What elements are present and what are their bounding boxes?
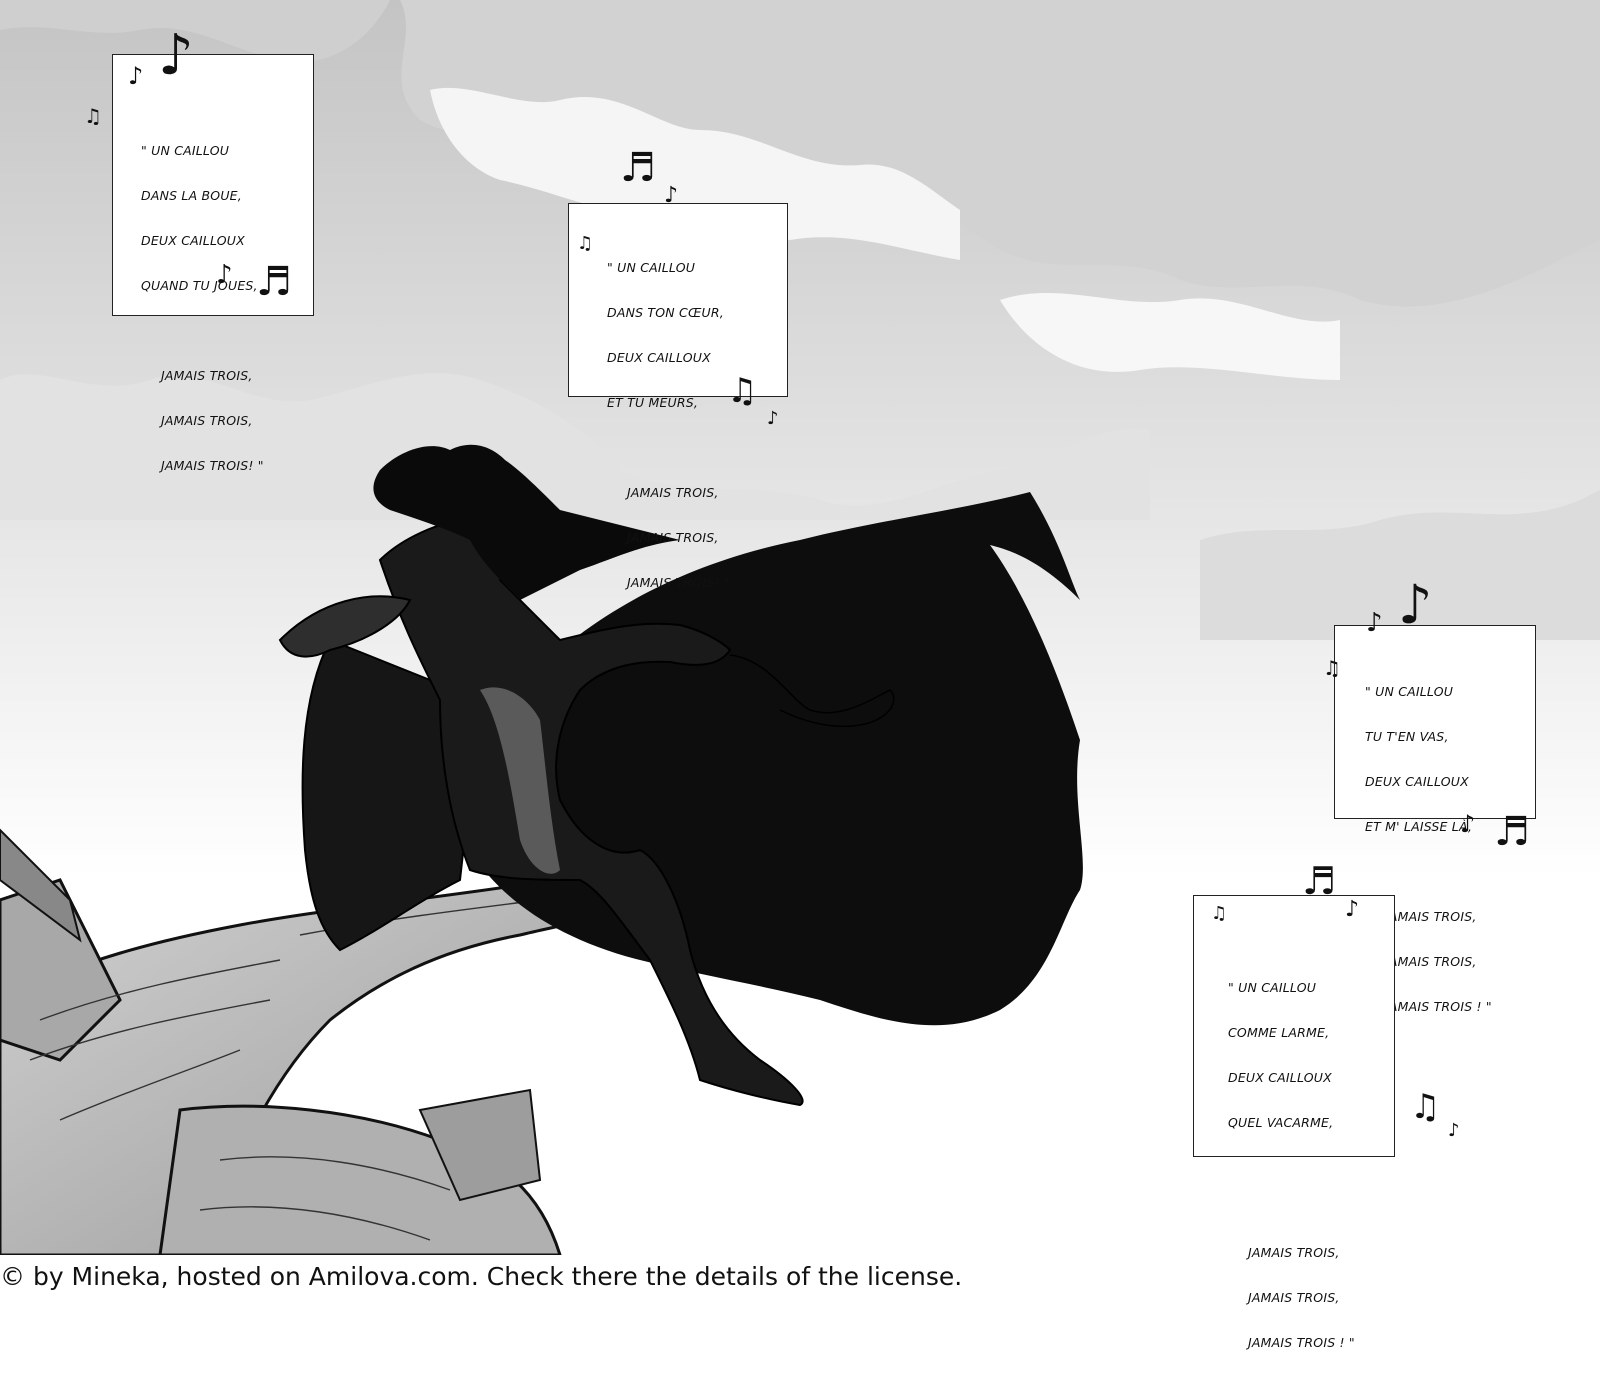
caption-refrain: JAMAIS TROIS, <box>161 368 253 383</box>
music-note-icon: ♬ <box>1302 859 1337 903</box>
caption-line: DANS LA BOUE, <box>141 188 242 203</box>
caption-refrain: JAMAIS TROIS, <box>1385 909 1477 924</box>
caption-line: " UN CAILLOU <box>607 260 696 275</box>
caption-line: ET M' LAISSE LÀ, <box>1365 819 1473 834</box>
caption-refrain: JAMAIS TROIS ! " <box>1385 999 1492 1014</box>
caption-line: COMME LARME, <box>1228 1025 1330 1040</box>
music-note-icon: ♬ <box>620 145 656 191</box>
music-note-icon: ♪ <box>1345 897 1360 922</box>
caption-line: ET TU MEURS, <box>607 395 699 410</box>
broken-tree <box>0 828 623 1255</box>
music-note-icon: ♪ <box>1448 1120 1460 1141</box>
caption-box-2: " UN CAILLOU DANS TON CŒUR, DEUX CAILLOU… <box>568 203 788 590</box>
music-note-icon: ♫ <box>1211 903 1228 924</box>
music-note-icon: ♪ <box>1366 608 1383 638</box>
caption-refrain: JAMAIS TROIS, <box>1248 1245 1340 1260</box>
copyright-footer: © by Mineka, hosted on Amilova.com. Chec… <box>0 1262 963 1291</box>
caption-refrain: JAMAIS TROIS! " <box>161 458 264 473</box>
caption-line: " UN CAILLOU <box>141 143 230 158</box>
caption-refrain: JAMAIS TROIS, <box>627 485 719 500</box>
music-note-icon: ♪ <box>767 408 779 429</box>
caption-line: QUEL VACARME, <box>1228 1115 1334 1130</box>
caption-box-1: " UN CAILLOU DANS LA BOUE, DEUX CAILLOUX… <box>112 54 314 473</box>
caption-line: DEUX CAILLOUX <box>141 233 245 248</box>
music-note-icon: ♪ <box>664 183 679 208</box>
caption-line: DEUX CAILLOUX <box>1228 1070 1332 1085</box>
music-note-icon: ♬ <box>256 259 292 305</box>
caption-refrain: JAMAIS TROIS, <box>627 530 719 545</box>
caption-line: TU T'EN VAS, <box>1365 729 1449 744</box>
caption-refrain: JAMAIS TROIS, <box>161 413 253 428</box>
caption-refrain: JAMAIS TROIS! " <box>627 575 730 590</box>
caption-line: DEUX CAILLOUX <box>607 350 711 365</box>
music-note-icon: ♬ <box>1494 809 1530 855</box>
comic-panel <box>0 0 1600 1255</box>
music-note-icon: ♪ <box>216 260 233 290</box>
music-note-icon: ♪ <box>1398 573 1433 636</box>
music-note-icon: ♫ <box>1410 1087 1441 1127</box>
character <box>278 444 895 1107</box>
caption-refrain: JAMAIS TROIS ! " <box>1248 1335 1355 1350</box>
earphone-cord <box>729 654 895 728</box>
shoulder-armor <box>278 595 412 658</box>
caption-line: " UN CAILLOU <box>1228 980 1317 995</box>
caption-box-3: " UN CAILLOU TU T'EN VAS, DEUX CAILLOUX … <box>1334 625 1536 1014</box>
caption-line: DEUX CAILLOUX <box>1365 774 1469 789</box>
clouds <box>0 0 1600 640</box>
music-note-icon: ♫ <box>1323 656 1341 680</box>
caption-box-4: " UN CAILLOU COMME LARME, DEUX CAILLOUX … <box>1193 895 1395 1350</box>
illustration <box>0 0 1600 1255</box>
cape-left <box>301 638 482 952</box>
caption-line: " UN CAILLOU <box>1365 684 1454 699</box>
caption-refrain: JAMAIS TROIS, <box>1385 954 1477 969</box>
music-note-icon: ♫ <box>727 371 758 411</box>
music-note-icon: ♫ <box>84 104 102 128</box>
music-note-icon: ♫ <box>577 233 594 254</box>
hair <box>373 444 680 600</box>
caption-line: DANS TON CŒUR, <box>607 305 724 320</box>
caption-line: QUAND TU JOUES, <box>141 278 258 293</box>
music-note-icon: ♪ <box>158 23 194 88</box>
music-note-icon: ♪ <box>128 62 144 90</box>
music-note-icon: ♪ <box>1460 810 1476 838</box>
chainmail <box>480 687 560 874</box>
